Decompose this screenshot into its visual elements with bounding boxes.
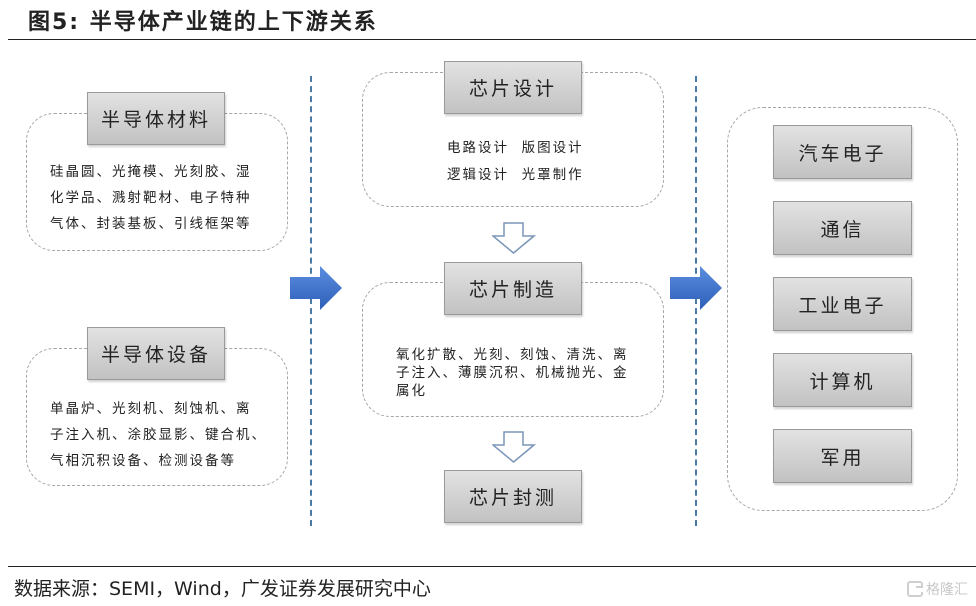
downstream-item: 计算机 <box>773 353 912 407</box>
arrow-midstream-to-downstream <box>670 266 722 310</box>
downstream-item-label: 计算机 <box>809 370 876 393</box>
manufacturing-box: 芯片制造 <box>444 262 582 315</box>
downstream-item-label: 通信 <box>820 218 865 241</box>
arrow-design-to-manufacturing <box>492 222 536 254</box>
title-divider <box>8 39 976 40</box>
materials-box: 半导体材料 <box>87 92 225 145</box>
equipment-label: 半导体设备 <box>100 344 211 366</box>
downstream-item: 军用 <box>773 429 912 483</box>
downstream-item: 汽车电子 <box>773 125 912 179</box>
design-label: 芯片设计 <box>468 78 557 100</box>
packaging-label: 芯片封测 <box>468 487 557 509</box>
downstream-item-label: 汽车电子 <box>798 142 887 165</box>
design-description: 电路设计 版图设计 逻辑设计 光罩制作 <box>447 140 584 183</box>
packaging-box: 芯片封测 <box>444 470 582 523</box>
footer-divider <box>8 566 976 567</box>
arrow-upstream-to-midstream <box>290 266 342 310</box>
equipment-box: 半导体设备 <box>87 327 225 380</box>
downstream-item: 工业电子 <box>773 277 912 331</box>
equipment-description: 单晶炉、光刻机、刻蚀机、离 子注入机、涂胶显影、键合机、 气相沉积设备、检测设备… <box>50 401 267 469</box>
watermark-text: 格隆汇 <box>926 582 968 598</box>
downstream-item-label: 军用 <box>820 446 865 469</box>
materials-description: 硅晶圆、光掩模、光刻胶、湿 化学品、溅射靶材、电子特种 气体、封装基板、引线框架… <box>50 164 252 232</box>
downstream-item: 通信 <box>773 201 912 255</box>
design-box: 芯片设计 <box>444 61 582 114</box>
watermark-logo-icon <box>907 581 923 597</box>
downstream-item-label: 工业电子 <box>798 294 887 317</box>
manufacturing-label: 芯片制造 <box>468 279 557 301</box>
divider-left <box>310 76 312 526</box>
watermark: 格隆汇 <box>907 579 968 599</box>
manufacturing-description: 氧化扩散、光刻、刻蚀、清洗、离 子注入、薄膜沉积、机械抛光、金 属化 <box>396 347 629 399</box>
source-note: 数据来源：SEMI，Wind，广发证券发展研究中心 <box>14 578 431 600</box>
divider-right <box>695 76 697 526</box>
figure-title: 图5: 半导体产业链的上下游关系 <box>28 10 378 35</box>
arrow-manufacturing-to-packaging <box>492 431 536 463</box>
materials-label: 半导体材料 <box>100 109 211 131</box>
